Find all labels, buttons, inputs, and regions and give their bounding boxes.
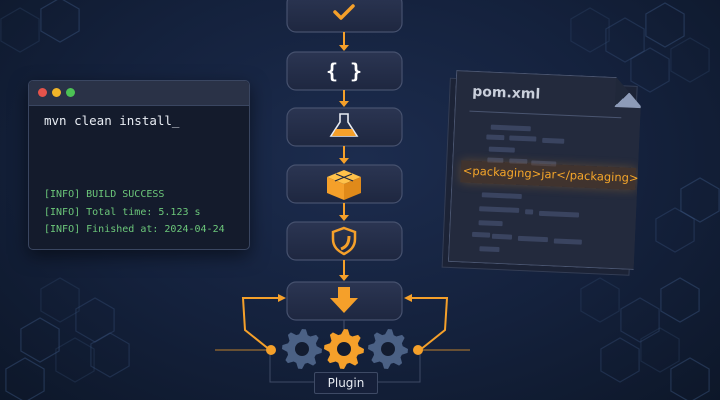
pipeline-stage[interactable]: { } [286, 51, 403, 91]
pipeline-stage[interactable] [286, 0, 403, 33]
terminal-output: [INFO] BUILD SUCCESS [INFO] Total time: … [44, 186, 225, 239]
pipeline-stage[interactable] [286, 164, 403, 204]
hexagon-shape [660, 277, 700, 323]
arrowhead-icon [278, 294, 286, 302]
plugin-label: Plugin [314, 372, 378, 394]
hexagon-shape [645, 2, 685, 48]
hexagon-shape [55, 337, 95, 383]
hexagon-shape [620, 297, 660, 343]
hexagon-shape [40, 277, 80, 323]
output-line: [INFO] Finished at: 2024-04-24 [44, 224, 225, 235]
connector-dot [266, 345, 276, 355]
check-icon [333, 4, 355, 20]
arrowhead-icon [339, 158, 349, 164]
hexagon-shape [605, 17, 645, 63]
arrowhead-icon [339, 101, 349, 107]
hexagon-shape [20, 317, 60, 363]
terminal-title-bar [29, 81, 249, 106]
maximize-dot-icon[interactable] [66, 88, 75, 97]
output-line: [INFO] BUILD SUCCESS [44, 189, 165, 200]
package-box-icon [327, 170, 361, 200]
download-arrow-icon [330, 287, 358, 313]
gear-icon [324, 329, 364, 369]
pipeline-stage[interactable] [286, 221, 403, 261]
hexagon-shape [40, 0, 80, 43]
connector-dot [413, 345, 423, 355]
output-line: [INFO] Total time: 5.123 s [44, 206, 201, 218]
arrowhead-icon [339, 215, 349, 221]
shield-icon [331, 226, 357, 256]
pipeline-stage[interactable] [286, 107, 403, 147]
hexagon-shape [570, 7, 610, 53]
braces-icon: { } [326, 59, 362, 83]
hexagon-shape [580, 277, 620, 323]
pipeline-stage[interactable] [286, 281, 403, 321]
gear-icon [282, 329, 322, 369]
hexagon-shape [600, 337, 640, 383]
hexagon-shape [90, 332, 130, 378]
close-dot-icon[interactable] [38, 88, 47, 97]
hexagon-shape [670, 357, 710, 400]
minimize-dot-icon[interactable] [52, 88, 61, 97]
hexagon-shape [680, 177, 720, 223]
hexagon-shape [640, 327, 680, 373]
hexagon-shape [655, 207, 695, 253]
hexagon-shape [75, 297, 115, 343]
arrowhead-icon [339, 275, 349, 281]
flask-icon [329, 113, 359, 137]
arrowhead-icon [404, 294, 412, 302]
hexagon-shape [0, 7, 40, 53]
terminal-command: mvn clean install_ [44, 113, 180, 128]
hexagon-shape [5, 357, 45, 400]
hexagon-shape [670, 37, 710, 83]
hexagon-shape [630, 47, 670, 93]
feedback-loop-left [241, 297, 449, 351]
terminal-window: mvn clean install_ [INFO] BUILD SUCCESS … [28, 80, 250, 250]
svg-text:{ }: { } [326, 59, 362, 83]
gear-icon [368, 329, 408, 369]
arrowhead-icon [339, 45, 349, 51]
